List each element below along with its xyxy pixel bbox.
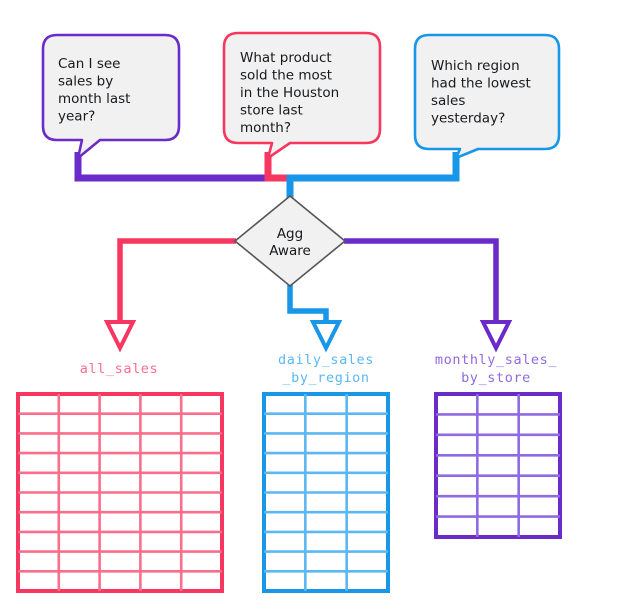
monthly-sales-label-line-1: monthly_sales_: [435, 352, 557, 368]
question-2-line-4: store last: [240, 103, 303, 119]
table-grid-daily-sales-by-region[interactable]: [262, 392, 390, 593]
question-3-line-1: Which region: [431, 58, 520, 74]
connector-purple-to-monthly-sales: [344, 238, 513, 353]
question-1-line-4: year?: [58, 109, 95, 125]
table-label-all-sales: all_sales: [80, 361, 159, 377]
all-sales-label-line-1: all_sales: [80, 361, 159, 377]
table-grid-monthly-sales-by-store[interactable]: [434, 392, 562, 539]
daily-sales-label-line-2: _by_region: [282, 370, 369, 386]
speech-bubble-question-1[interactable]: Can I see sales by month last year?: [41, 33, 181, 160]
question-1-line-3: month last: [58, 91, 130, 107]
monthly-sales-label-line-2: by_store: [461, 370, 531, 386]
question-1-line-2: sales by: [58, 74, 113, 90]
table-frame: [434, 392, 562, 539]
speech-bubble-question-3[interactable]: Which region had the lowest sales yester…: [413, 33, 561, 160]
table-label-monthly-sales-by-store: monthly_sales_ by_store: [435, 352, 557, 386]
connector-purple-top-bus: [74, 152, 268, 182]
question-3-line-3: sales: [431, 93, 465, 109]
speech-bubble-question-2[interactable]: What product sold the most in the Housto…: [222, 31, 382, 160]
question-2-line-5: month?: [240, 120, 291, 136]
table-label-daily-sales-by-region: daily_sales _by_region: [278, 352, 374, 386]
question-2-line-3: in the Houston: [240, 85, 339, 101]
question-2-line-1: What product: [240, 50, 332, 66]
question-1-line-1: Can I see: [58, 56, 120, 72]
question-3-line-2: had the lowest: [431, 76, 531, 92]
table-grid-all-sales[interactable]: [16, 392, 224, 593]
connector-blue-to-daily-sales: [287, 277, 343, 353]
daily-sales-label-line-1: daily_sales: [278, 352, 374, 368]
agg-aware-label-line-2: Aware: [269, 243, 311, 259]
agg-aware-label-line-1: Agg: [277, 226, 303, 242]
question-2-line-2: sold the most: [240, 68, 332, 84]
connector-blue-top-bus: [286, 152, 460, 205]
agg-aware-decision-node[interactable]: Agg Aware: [233, 194, 347, 288]
connector-pink-to-all-sales: [103, 238, 236, 353]
question-3-line-4: yesterday?: [431, 111, 505, 127]
connector-pink-top-drop: [264, 152, 290, 182]
